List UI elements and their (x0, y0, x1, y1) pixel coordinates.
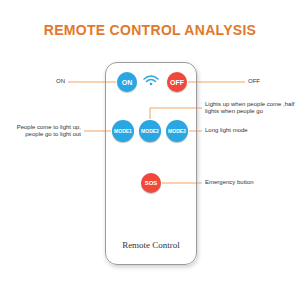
title: REMOTE CONTROL ANALYSIS (0, 22, 300, 38)
button-label: MODE3 (168, 128, 186, 134)
callout-label: People come to light up, people go to li… (4, 124, 81, 139)
callout-label: Long light mode (205, 127, 295, 135)
remote-button: ON (117, 72, 137, 92)
callout-label: Emergency button (205, 179, 295, 187)
remote-button: MODE1 (112, 120, 134, 142)
remote-button: SOS (141, 173, 161, 193)
wifi-icon (144, 76, 158, 82)
wifi-dot (150, 83, 153, 86)
remote-body: Remote Control ON OFF MODE1 MODE2 MODE3SOS (105, 62, 197, 265)
button-label: OFF (170, 79, 184, 86)
remote-button: MODE2 (139, 120, 161, 142)
button-label: MODE2 (141, 128, 159, 134)
button-label: MODE1 (114, 128, 132, 134)
remote-body (105, 62, 197, 265)
callout-label: ON (30, 78, 65, 86)
remote-label: Remote Control (106, 240, 196, 250)
callout-label: OFF (248, 78, 288, 86)
callout-label: Lights up when people come ,half lights … (205, 101, 295, 116)
remote-button: OFF (167, 72, 187, 92)
remote-button: MODE3 (166, 120, 188, 142)
button-label: SOS (145, 180, 158, 186)
button-label: ON (122, 79, 133, 86)
